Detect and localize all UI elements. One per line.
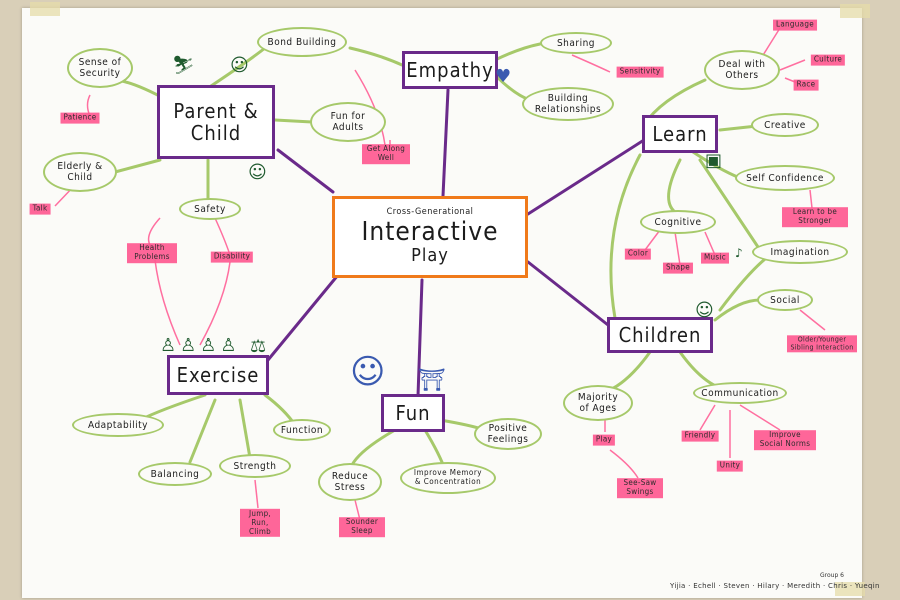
oval-balancing: Balancing — [138, 462, 212, 486]
tag-music: Music — [701, 252, 729, 264]
tag-get-along-well: Get Along Well — [362, 144, 410, 164]
swing-icon: ⛩ — [418, 368, 446, 393]
tape-top-right — [840, 4, 870, 18]
oval-improve-memory: Improve Memory & Concentration — [400, 462, 496, 494]
tag-talk: Talk — [29, 203, 51, 215]
oval-function: Function — [273, 419, 331, 441]
oval-creative: Creative — [751, 113, 819, 137]
oval-elderly-child: Elderly & Child — [43, 152, 117, 192]
hub-children: Children — [607, 317, 713, 353]
tag-jump-run-climb: Jump, Run, Climb — [240, 508, 280, 538]
heart-icon: ♥ — [495, 66, 512, 87]
oval-fun-adults: Fun for Adults — [310, 102, 386, 142]
hub-learn: Learn — [642, 115, 718, 153]
tag-language: Language — [773, 19, 817, 31]
oval-sense-security: Sense of Security — [67, 48, 133, 88]
oval-bond-building: Bond Building — [257, 27, 347, 57]
tag-health-problems: Health Problems — [127, 243, 177, 263]
tag-older-younger: Older/Younger Sibling Interaction — [787, 335, 857, 353]
oval-majority-of-ages: Majority of Ages — [563, 385, 633, 421]
center-node: Cross-Generational Interactive Play — [332, 196, 528, 278]
oval-imagination: Imagination — [752, 240, 848, 264]
weights-icon: ⚖ — [250, 336, 267, 357]
center-top-label: Cross-Generational — [386, 206, 474, 217]
tag-play: Play — [592, 434, 616, 446]
tag-sounder-sleep: Sounder Sleep — [339, 517, 385, 537]
oval-adaptability: Adaptability — [72, 413, 164, 437]
elderly-child-icon: ☺ — [248, 162, 267, 183]
tag-learn-to-be-stronger: Learn to be Stronger — [782, 207, 848, 227]
tag-improve-social-norms: Improve Social Norms — [754, 430, 816, 450]
family-sledding-icon: ⛷ — [172, 55, 195, 76]
tag-friendly: Friendly — [681, 430, 719, 442]
smiley-face-icon: ☺ — [350, 352, 386, 392]
tag-patience: Patience — [60, 112, 100, 124]
music-note-icon: ♪ — [735, 246, 743, 260]
tag-shape: Shape — [662, 262, 694, 274]
oval-communication: Communication — [693, 382, 787, 404]
child-icon: ☺ — [695, 300, 714, 321]
hub-empathy: Empathy — [402, 51, 498, 89]
tag-unity: Unity — [716, 460, 744, 472]
tag-culture: Culture — [810, 54, 846, 66]
hub-fun: Fun — [381, 394, 445, 432]
hub-exercise: Exercise — [167, 355, 269, 395]
tag-race: Race — [793, 79, 819, 91]
oval-safety: Safety — [179, 198, 241, 220]
oval-building-relationships: Building Relationships — [522, 87, 614, 121]
oval-sharing: Sharing — [540, 32, 612, 54]
tape-bottom-right — [835, 582, 865, 596]
book-icon: ▣ — [705, 150, 723, 171]
tag-color: Color — [624, 248, 652, 260]
tag-see-saw-swings: See-Saw Swings — [617, 478, 663, 498]
exercise-people-icon: ♙♙♙♙ — [160, 335, 241, 356]
center-bottom-label: Play — [411, 245, 449, 267]
group-label: Group 6 — [820, 572, 844, 579]
oval-positive-feelings: Positive Feelings — [474, 418, 542, 450]
tag-disability: Disability — [210, 251, 254, 263]
family-walk-icon: ☺ — [230, 55, 249, 76]
tape-top-left — [30, 2, 60, 16]
oval-cognitive: Cognitive — [640, 210, 716, 234]
tag-sensitivity: Sensitivity — [616, 66, 664, 78]
oval-self-confidence: Self Confidence — [735, 165, 835, 191]
center-main-label: Interactive — [361, 216, 499, 247]
oval-strength: Strength — [219, 454, 291, 478]
oval-social: Social — [757, 289, 813, 311]
team-credit: Yijia · Echell · Steven · Hilary · Mered… — [670, 582, 880, 590]
hub-parent-child: Parent & Child — [157, 85, 275, 159]
oval-deal-with-others: Deal with Others — [704, 50, 780, 90]
oval-reduce-stress: Reduce Stress — [318, 463, 382, 501]
